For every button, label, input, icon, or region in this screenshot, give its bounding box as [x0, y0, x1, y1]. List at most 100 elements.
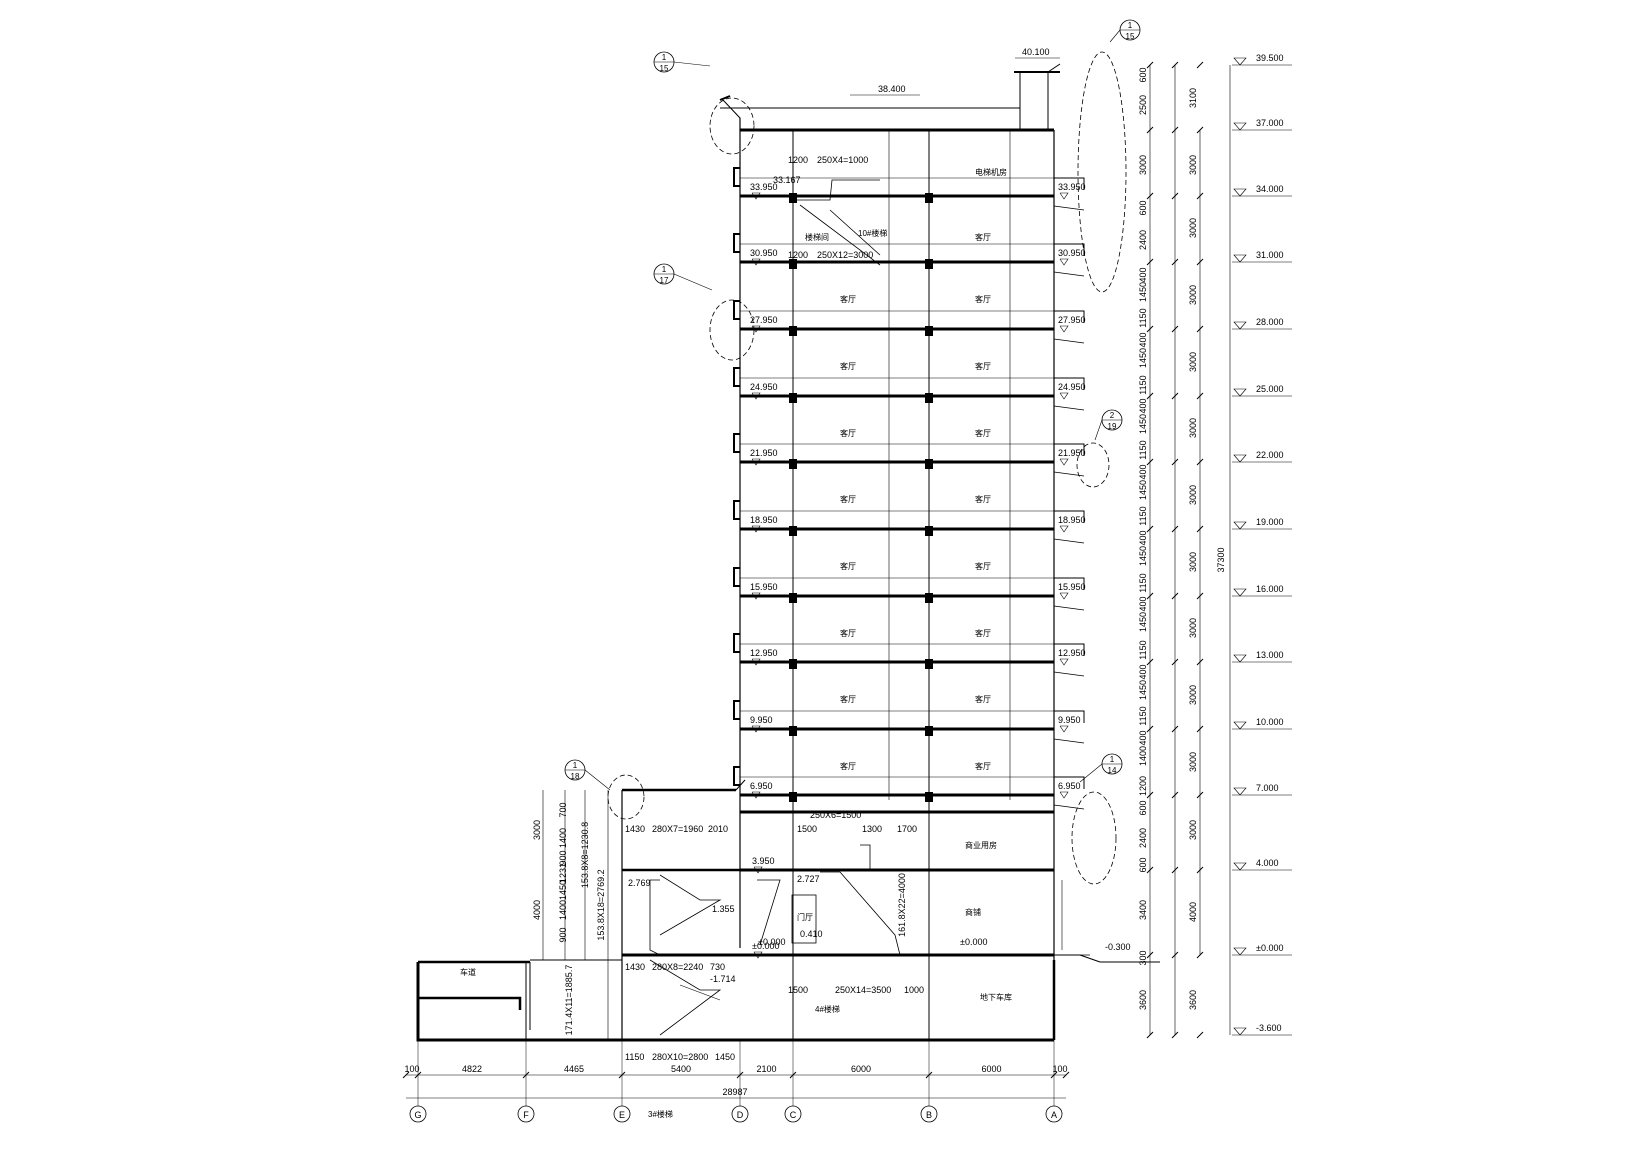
stair-dim: 1300 [862, 824, 882, 834]
detail-index-num: 1 [1110, 755, 1115, 764]
dim-vertical-1: 3600 [1138, 990, 1148, 1010]
dim-vertical-1: 1150 [1138, 308, 1148, 327]
detail-index-num: 1 [1128, 21, 1133, 30]
right-level-mark: 16.000 [1256, 584, 1284, 594]
dim-vertical-2: 3000 [1188, 685, 1198, 705]
dim-vertical-1: 600 [1138, 200, 1148, 215]
room-living-right: 客厅 [975, 494, 991, 504]
dim-vertical-1: 400 [1138, 464, 1148, 479]
floor-level-left: ±0.000 [752, 941, 779, 951]
dim-vertical-2: 3000 [1188, 752, 1198, 772]
dim-vertical-1: 3400 [1138, 900, 1148, 920]
stair-dim: 1000 [904, 985, 924, 995]
room-living-left: 客厅 [840, 428, 856, 438]
floor-level-left: 30.950 [750, 248, 778, 258]
stair-dim: -1.714 [710, 974, 736, 984]
floor-level-right: 9.950 [1058, 715, 1081, 725]
room-stair: 楼梯间 [805, 232, 829, 242]
parapet-level: 38.400 [878, 84, 906, 94]
dim-vertical-1: 400 [1138, 664, 1148, 679]
room-machine: 电梯机房 [975, 167, 1007, 177]
dim-vertical-1: 1200 [1138, 776, 1148, 796]
floor-level-right: 18.950 [1058, 515, 1086, 525]
stair-dim: 33.167 [773, 175, 801, 185]
stair-dim: 2010 [708, 824, 728, 834]
stair-dim: 1.355 [712, 904, 735, 914]
right-level-mark: -3.600 [1256, 1023, 1282, 1033]
room-ramp: 车道 [460, 967, 476, 977]
floor-level-left: 24.950 [750, 382, 778, 392]
dim-vertical-1: 400 [1138, 530, 1148, 545]
dim-vertical-1: 2500 [1138, 95, 1148, 115]
axis-bubble [517, 1105, 535, 1123]
axis-bubble [784, 1105, 802, 1123]
stair-dim-vertical: 153.8X8=1230.8 [580, 822, 590, 888]
detail-index-den: 15 [660, 64, 669, 73]
floor-level-right: 6.950 [1058, 781, 1081, 791]
axis-bubble [731, 1105, 749, 1123]
podium-dim: 1450 [558, 880, 568, 900]
dim-vertical-1: 1150 [1138, 506, 1148, 525]
stair-dim: 250X12=3000 [817, 250, 873, 260]
dim-vertical-1: 1450 [1138, 480, 1148, 500]
stair-label: 3#楼梯 [648, 1109, 673, 1119]
stair-dim: 1700 [897, 824, 917, 834]
detail-index-num: 1 [573, 761, 578, 770]
stair-dim: 1150 [625, 1052, 644, 1062]
dim-vertical-1: 1150 [1138, 573, 1148, 592]
dim-vertical-2: 3000 [1188, 352, 1198, 372]
floor-level-right: 27.950 [1058, 315, 1086, 325]
center-zero: ±0.000 [758, 937, 785, 947]
detail-index-den: 17 [660, 276, 669, 285]
dim-vertical-2: 3000 [1188, 155, 1198, 175]
bottom-dim: 5400 [671, 1064, 691, 1074]
stair-dim-vertical: 161.8X22=4000 [897, 873, 907, 937]
dim-vertical-2: 3000 [1188, 485, 1198, 505]
bottom-dim: 6000 [851, 1064, 871, 1074]
total-height: 37300 [1216, 547, 1226, 572]
podium-dim: 1400 [558, 828, 568, 848]
axis-bubble [613, 1105, 631, 1123]
dim-vertical-1: 600 [1138, 857, 1148, 872]
stair-dim: 1450 [715, 1052, 735, 1062]
room-living-right: 客厅 [975, 361, 991, 371]
room-living-right: 客厅 [975, 428, 991, 438]
right-level-mark: 4.000 [1256, 858, 1279, 868]
stair-dim: 1200 [788, 155, 808, 165]
tower-level: 40.100 [1022, 47, 1050, 57]
dim-vertical-1: 3000 [1138, 155, 1148, 175]
right-level-mark: 28.000 [1256, 317, 1284, 327]
stair-dim: 730 [710, 962, 725, 972]
floor-level-left: 18.950 [750, 515, 778, 525]
room-living-left: 客厅 [840, 561, 856, 571]
floor-level-left: 21.950 [750, 448, 778, 458]
axis-label: B [926, 1110, 932, 1120]
dim-vertical-1: 1400 [1138, 746, 1148, 766]
dim-vertical-2: 3000 [1188, 218, 1198, 238]
dim-vertical-1: 400 [1138, 332, 1148, 347]
dim-vertical-1: 300 [1138, 950, 1148, 965]
floor-level-left: 9.950 [750, 715, 773, 725]
bottom-dim: 100 [404, 1064, 419, 1074]
right-level-mark: 22.000 [1256, 450, 1284, 460]
floor-level-right: 21.950 [1058, 448, 1086, 458]
axis-label: A [1051, 1110, 1057, 1120]
stair-dim: 250X14=3500 [835, 985, 891, 995]
bottom-dim: 4822 [462, 1064, 482, 1074]
room-garage: 地下车库 [980, 992, 1012, 1002]
podium-dim: 1400 [558, 900, 568, 920]
floor-level-right: 24.950 [1058, 382, 1086, 392]
detail-index-num: 2 [1110, 411, 1115, 420]
dim-vertical-1: 400 [1138, 596, 1148, 611]
detail-index-num: 1 [662, 53, 667, 62]
axis-bubble [1045, 1105, 1063, 1123]
floor-level-right: 33.950 [1058, 182, 1086, 192]
floor-level-left: 3.950 [752, 856, 775, 866]
dim-vertical-1: 600 [1138, 67, 1148, 82]
dim-vertical-1: 2400 [1138, 828, 1148, 848]
dim-vertical-2: 3000 [1188, 618, 1198, 638]
dim-vertical-1: 1450 [1138, 546, 1148, 566]
right-level-mark: 10.000 [1256, 717, 1284, 727]
bottom-dim: 2100 [756, 1064, 776, 1074]
